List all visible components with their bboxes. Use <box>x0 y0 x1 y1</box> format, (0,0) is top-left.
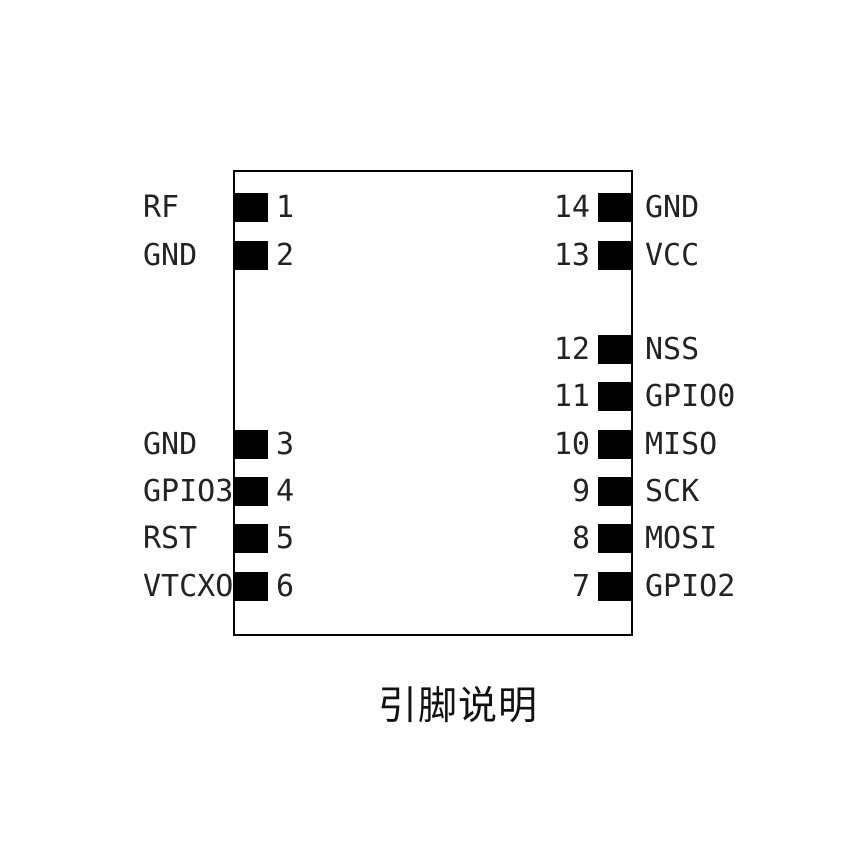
pin-row: 10 MISO <box>0 427 861 462</box>
pin-pad <box>598 477 633 506</box>
pin-number: 12 <box>553 332 590 367</box>
pin-label: RF <box>143 190 180 225</box>
pin-pad <box>598 193 633 222</box>
pin-row: 8 MOSI <box>0 521 861 556</box>
pin-label: GPIO3 <box>143 474 234 509</box>
pin-label: VTCXO <box>143 569 234 604</box>
pin-row: 14 GND <box>0 190 861 225</box>
pin-pad <box>233 241 268 270</box>
pin-label: SCK <box>645 474 700 509</box>
pin-row: RF 1 <box>0 190 861 225</box>
pin-number: 7 <box>571 569 590 604</box>
pin-row: 11 GPIO0 <box>0 379 861 414</box>
chip-outline <box>233 170 633 636</box>
pin-number: 3 <box>276 427 295 462</box>
caption: 引脚说明 <box>378 684 539 729</box>
pin-number: 10 <box>553 427 590 462</box>
pin-number: 6 <box>276 569 295 604</box>
pin-label: RST <box>143 521 198 556</box>
pin-pad <box>233 524 268 553</box>
pin-label: GND <box>143 238 198 273</box>
pin-label: GPIO2 <box>645 569 736 604</box>
pin-number: 1 <box>276 190 295 225</box>
pin-row: GND 3 <box>0 427 861 462</box>
pin-pad <box>598 524 633 553</box>
pin-number: 8 <box>571 521 590 556</box>
pin-number: 4 <box>276 474 295 509</box>
pin-number: 14 <box>553 190 590 225</box>
pin-pad <box>598 572 633 601</box>
pin-number: 5 <box>276 521 295 556</box>
pin-pad <box>233 572 268 601</box>
pin-pad <box>598 335 633 364</box>
pin-number: 2 <box>276 238 295 273</box>
pin-pad <box>233 193 268 222</box>
pin-label: VCC <box>645 238 700 273</box>
pin-row: 12 NSS <box>0 332 861 367</box>
pin-label: GND <box>645 190 700 225</box>
pin-pad <box>598 430 633 459</box>
pin-number: 11 <box>553 379 590 414</box>
pin-label: MISO <box>645 427 718 462</box>
pin-label: GND <box>143 427 198 462</box>
pin-row: 13 VCC <box>0 238 861 273</box>
pin-label: MOSI <box>645 521 718 556</box>
pin-row: GND 2 <box>0 238 861 273</box>
pin-number: 13 <box>553 238 590 273</box>
pin-pad <box>233 430 268 459</box>
pin-pad <box>598 382 633 411</box>
pin-pad <box>598 241 633 270</box>
pin-row: 9 SCK <box>0 474 861 509</box>
pin-number: 9 <box>571 474 590 509</box>
pin-row: GPIO3 4 <box>0 474 861 509</box>
pin-row: RST 5 <box>0 521 861 556</box>
pin-pad <box>233 477 268 506</box>
pin-label: GPIO0 <box>645 379 736 414</box>
pin-row: 7 GPIO2 <box>0 569 861 604</box>
pin-label: NSS <box>645 332 700 367</box>
pin-row: VTCXO 6 <box>0 569 861 604</box>
